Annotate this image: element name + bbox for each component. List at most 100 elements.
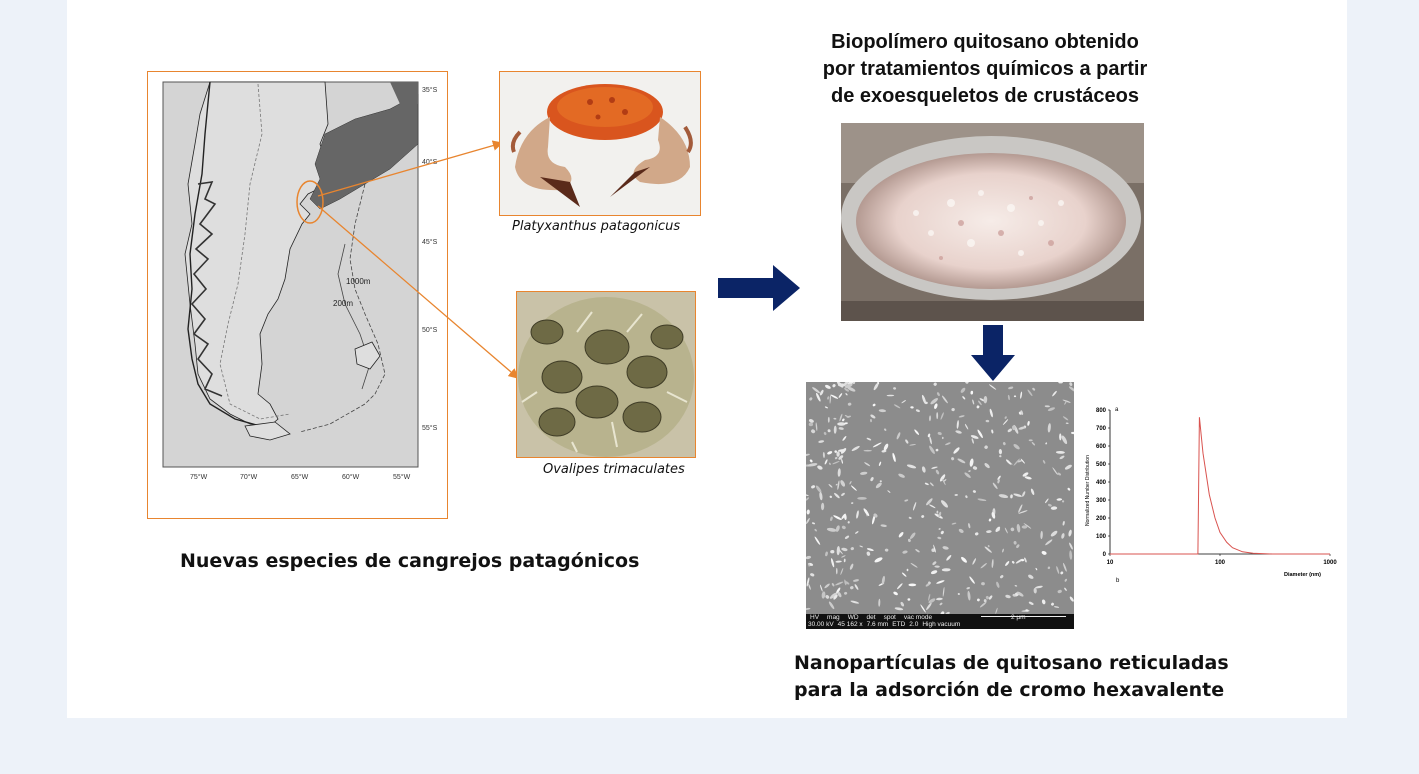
sem-particle (1011, 560, 1015, 564)
sem-particle (1033, 587, 1037, 594)
sem-particle (878, 461, 882, 466)
sem-particle (907, 538, 911, 543)
sem-particle (866, 548, 874, 552)
chart-x-tick-label: 10 (1107, 560, 1114, 566)
sem-particle (1047, 407, 1055, 412)
sem-particle (823, 431, 827, 436)
patagonia-map: 35°S 40°S 45°S 50°S 55°S 75°W 70°W 65°W … (162, 81, 438, 481)
sem-particle (806, 607, 811, 611)
sem-particle (984, 546, 992, 553)
sem-particle (844, 591, 848, 595)
depth-label: 200m (333, 299, 353, 308)
sem-particle (951, 407, 955, 412)
sem-particle (928, 415, 932, 422)
sem-particle (880, 524, 887, 527)
sem-particle (1013, 541, 1017, 545)
lon-label: 70°W (240, 473, 258, 481)
sem-particle (815, 485, 822, 493)
sem-particle (837, 591, 842, 598)
sem-particle (1028, 439, 1033, 442)
sem-particle (938, 511, 942, 518)
sem-particle (825, 551, 828, 557)
lat-label: 45°S (422, 238, 438, 246)
sem-particle (844, 383, 853, 388)
chitosan-title: Biopolímero quitosano obtenido por trata… (780, 29, 1190, 110)
sem-particle (1002, 419, 1009, 426)
sem-particle (874, 557, 883, 563)
sem-particle (837, 468, 841, 477)
sem-particle (915, 549, 920, 553)
nanoparticles-title-line: para la adsorción de cromo hexavalente (794, 679, 1225, 701)
nanoparticles-title: Nanopartículas de quitosano reticuladas … (794, 650, 1229, 704)
sem-particle (1045, 539, 1053, 546)
sem-particle (828, 462, 831, 465)
sem-particle (810, 573, 815, 577)
sem-particle (968, 523, 971, 529)
sem-particle (806, 518, 810, 524)
sem-particle (992, 482, 998, 490)
sem-particle (827, 429, 831, 433)
sem-particle (935, 448, 939, 452)
lat-label: 35°S (422, 86, 438, 94)
sem-particle (965, 382, 969, 384)
series-line (1110, 417, 1330, 555)
sem-particle (809, 459, 813, 463)
sem-particle (827, 451, 833, 455)
sem-particle (927, 433, 931, 438)
sem-particle (995, 526, 1001, 533)
sem-particle (852, 579, 860, 582)
sem-particle (815, 422, 818, 431)
sem-particle (1064, 400, 1067, 405)
sem-particle (972, 558, 977, 565)
chart-y-tick-label: 500 (1096, 462, 1107, 468)
sem-particle (1002, 442, 1006, 446)
sem-particle (839, 413, 843, 422)
sem-particle (958, 528, 964, 533)
sem-particle (829, 394, 831, 404)
sem-particle (1059, 433, 1062, 441)
sem-particle (1050, 506, 1058, 510)
sem-particle (912, 502, 917, 511)
sem-particle (935, 469, 940, 475)
sem-particle (1020, 458, 1025, 464)
sem-particle (1024, 476, 1032, 480)
sem-particle (898, 531, 904, 538)
sem-particle (806, 494, 809, 496)
sem-particle (941, 436, 944, 440)
sem-particle (928, 593, 931, 601)
sem-particle (941, 395, 948, 404)
sem-particle (1047, 423, 1051, 433)
sem-particle (833, 425, 837, 434)
sem-particle (998, 449, 1003, 455)
sem-particle (836, 382, 844, 388)
sem-particle (894, 607, 904, 611)
sem-particle (831, 582, 835, 587)
sem-particle (835, 525, 840, 532)
chart-y-tick-label: 600 (1096, 444, 1107, 450)
sem-particle (946, 554, 952, 561)
sem-particle (844, 422, 848, 425)
sem-particle (1047, 566, 1051, 570)
sem-particle (1063, 562, 1067, 572)
sem-info-header: WD (847, 614, 859, 621)
sem-particle (902, 550, 908, 554)
sem-particle (1068, 386, 1074, 392)
sem-info-value: 7.6 mm (866, 621, 889, 628)
sem-particle (830, 558, 835, 568)
sem-particle (870, 419, 872, 423)
sem-particle (906, 568, 909, 572)
sem-particle (844, 579, 847, 586)
sem-particle (968, 470, 971, 472)
chart-y-tick-label: 700 (1096, 426, 1107, 432)
sem-particle (929, 436, 932, 445)
sem-particle (819, 584, 823, 592)
sem-particle (957, 592, 960, 596)
down-arrow-icon (971, 325, 1015, 381)
chitosan-title-line: Biopolímero quitosano obtenido (831, 31, 1139, 53)
sem-particle (875, 482, 882, 489)
sem-particle (822, 452, 825, 458)
sem-particle (898, 473, 905, 478)
sem-particle (832, 384, 836, 388)
sem-particle (906, 464, 917, 469)
sem-particle (904, 499, 909, 502)
